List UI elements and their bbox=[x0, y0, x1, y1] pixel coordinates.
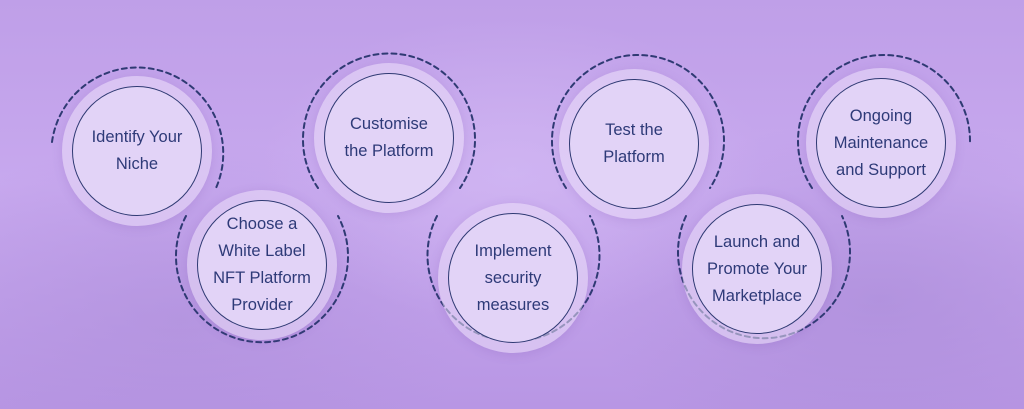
step-4-circle: Implement security measures bbox=[448, 213, 578, 343]
connector-arc-1 bbox=[51, 66, 225, 189]
step-5-circle: Test the Platform bbox=[569, 79, 699, 209]
step-6-circle: Launch and Promote Your Marketplace bbox=[692, 204, 822, 334]
step-1-label: Identify Your Niche bbox=[91, 128, 183, 173]
step-7-circle: Ongoing Maintenance and Support bbox=[816, 78, 946, 208]
step-7-label: Ongoing Maintenance and Support bbox=[833, 106, 929, 179]
step-3-label: Customise the Platform bbox=[344, 115, 434, 160]
step-4-label: Implement security measures bbox=[474, 241, 552, 314]
connector-arc-3 bbox=[302, 52, 476, 189]
connector-arc-2 bbox=[175, 215, 349, 344]
connector-arc-7 bbox=[797, 53, 972, 189]
step-6-label: Launch and Promote Your Marketplace bbox=[707, 232, 807, 305]
step-3-circle: Customise the Platform bbox=[324, 73, 454, 203]
step-5-label: Test the Platform bbox=[603, 121, 665, 166]
step-2-label: Choose a White Label NFT Platform Provid… bbox=[213, 215, 311, 314]
step-2-circle: Choose a White Label NFT Platform Provid… bbox=[197, 200, 327, 330]
step-1-circle: Identify Your Niche bbox=[72, 86, 202, 216]
connector-arc-5 bbox=[551, 53, 725, 189]
